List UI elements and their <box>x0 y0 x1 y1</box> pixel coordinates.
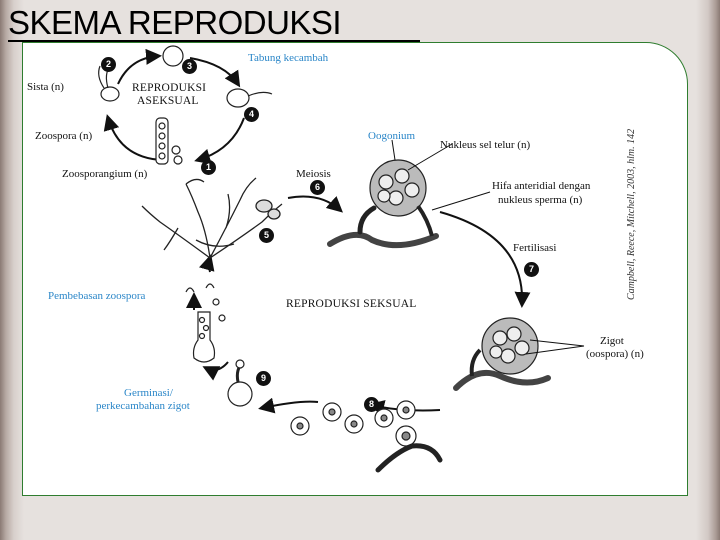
step-1-badge: 1 <box>201 160 216 175</box>
spore-illustration <box>162 45 184 67</box>
step-3-badge: 3 <box>182 59 197 74</box>
label-germinasi-line2: perkecambahan zigot <box>96 400 190 412</box>
label-fertilisasi: Fertilisasi <box>513 242 557 254</box>
step-8-badge: 8 <box>364 397 379 412</box>
label-tabung-kecambah: Tabung kecambah <box>248 52 329 64</box>
slide-title: SKEMA REPRODUKSI <box>8 4 342 41</box>
label-reproduksi-seksual: REPRODUKSI SEKSUAL <box>286 298 417 310</box>
step-5-badge: 5 <box>259 228 274 243</box>
zygote-pointer-2 <box>525 345 585 355</box>
zoospores-on-stalk <box>155 117 183 165</box>
zygote-pointer-1 <box>529 339 585 347</box>
label-nukleus-sel-telur: Nukleus sel telur (n) <box>440 139 531 151</box>
hifa-pointer <box>431 191 491 211</box>
oogonium-illustration <box>327 159 439 249</box>
label-zoospora: Zoospora (n) <box>35 130 93 142</box>
oospore-illustration <box>453 317 551 391</box>
source-citation: Campbell, Reece, Mitchell, 2003, hlm. 14… <box>626 128 637 300</box>
label-zigot-line1: Zigot <box>600 335 624 347</box>
label-zigot-line2: (oospora) (n) <box>586 348 644 360</box>
title-underline <box>8 40 420 42</box>
label-reproduksi-aseksual-line2: ASEKSUAL <box>137 95 199 107</box>
step-7-badge: 7 <box>524 262 539 277</box>
nucleus-pointer <box>407 143 453 171</box>
oogonium-pointer <box>391 139 396 161</box>
mycelium-illustration <box>141 177 283 259</box>
label-oogonium: Oogonium <box>368 130 416 142</box>
asexual-cycle-arrows <box>103 48 245 165</box>
label-germinasi-line1: Germinasi/ <box>124 387 173 399</box>
germ-tube-illustration <box>226 88 273 108</box>
germinating-zygote-illustration <box>227 359 253 407</box>
step-9-badge: 9 <box>256 371 271 386</box>
label-hifa-line2: nukleus sperma (n) <box>498 194 583 206</box>
oospores-illustration <box>290 400 443 473</box>
label-reproduksi-aseksual-line1: REPRODUKSI <box>132 82 207 94</box>
step-6-badge: 6 <box>310 180 325 195</box>
label-hifa-line1: Hifa anteridial dengan <box>492 180 591 192</box>
zoospore-release-illustration <box>185 283 226 363</box>
cyst-illustration <box>98 65 120 102</box>
step-2-badge: 2 <box>101 57 116 72</box>
label-meiosis: Meiosis <box>296 168 331 180</box>
label-pembebasan-zoospora: Pembebasan zoospora <box>48 290 146 302</box>
step-4-badge: 4 <box>244 107 259 122</box>
label-zoosporangium: Zoosporangium (n) <box>62 168 148 180</box>
label-sista: Sista (n) <box>27 81 64 93</box>
